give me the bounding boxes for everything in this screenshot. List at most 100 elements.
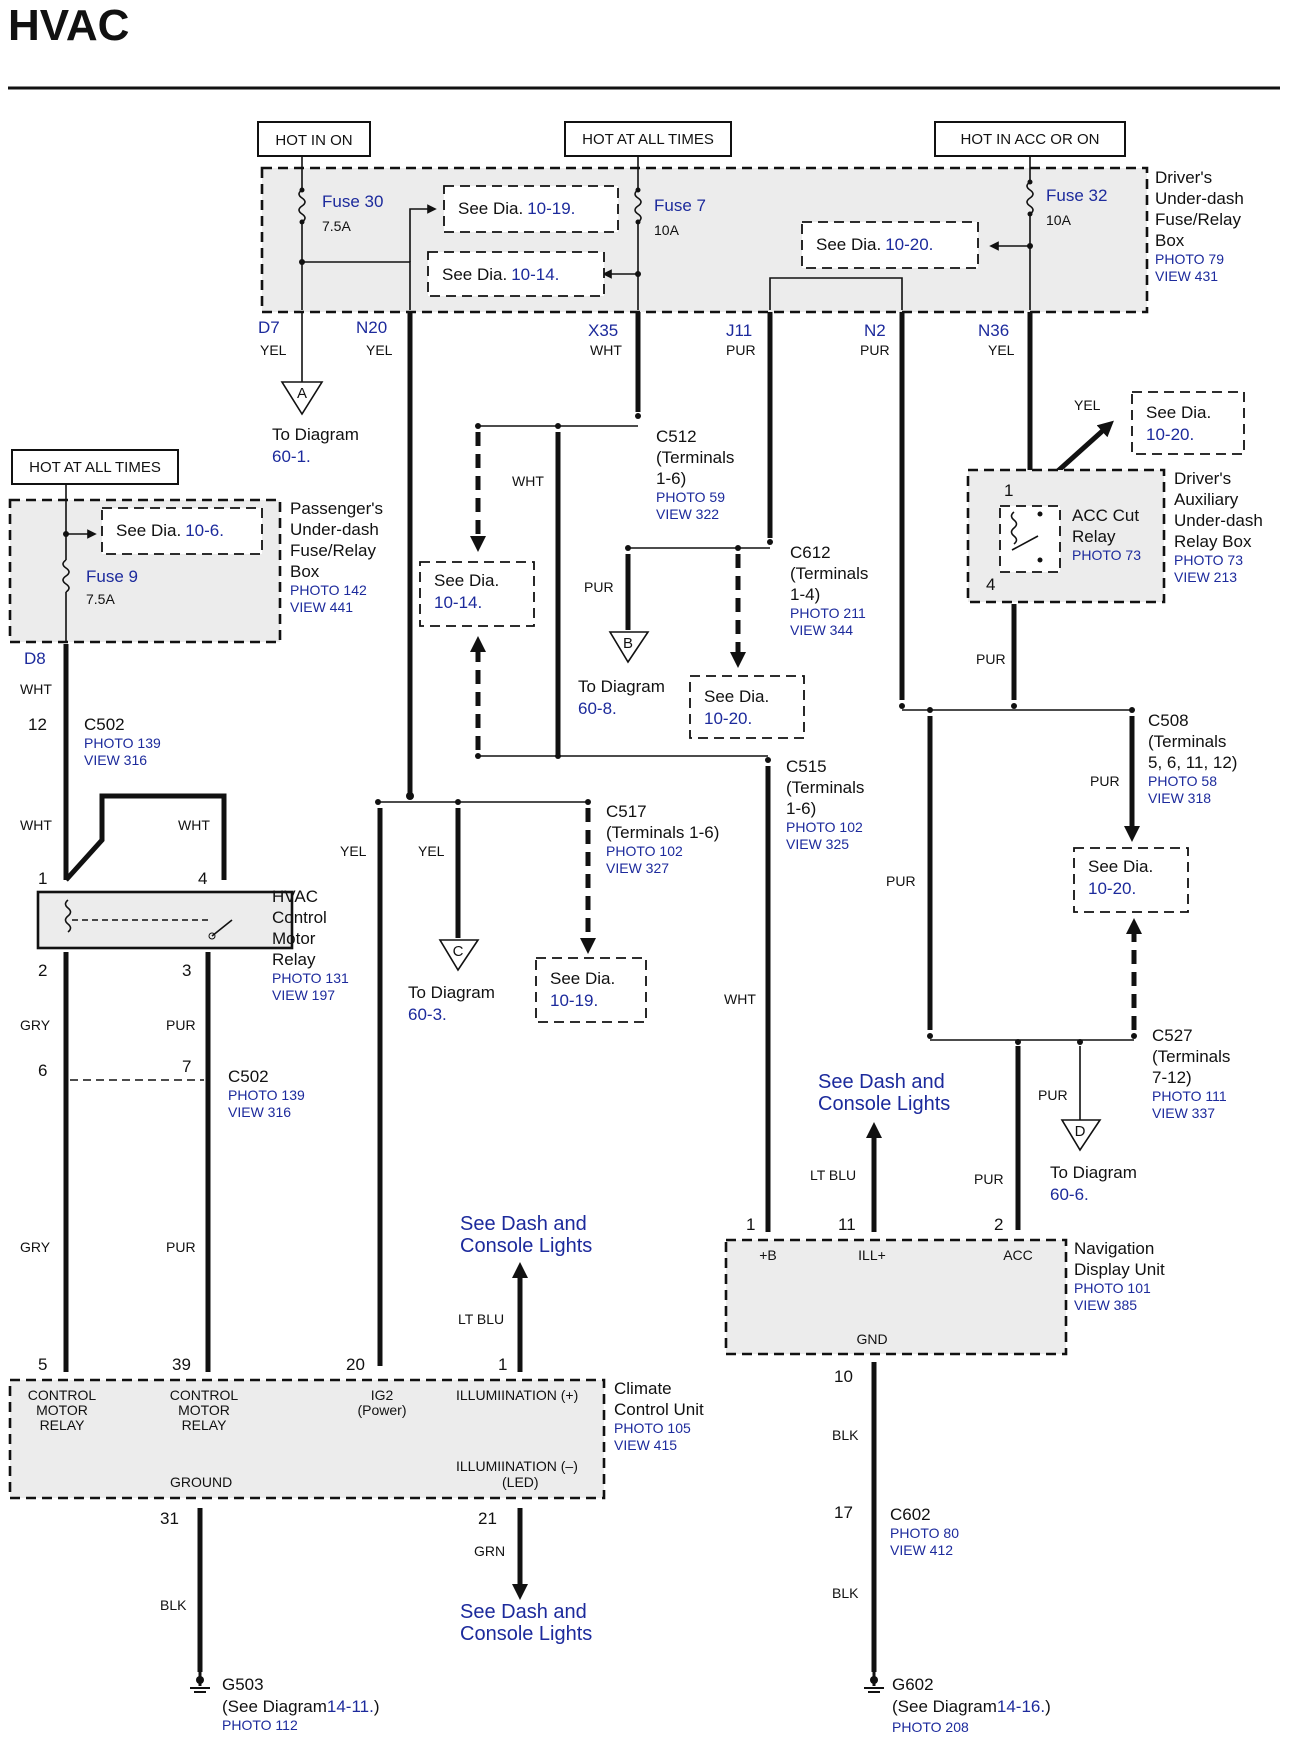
acc-cut-relay-coil	[1010, 511, 1018, 545]
svg-text:YEL: YEL	[418, 843, 445, 859]
terminal-x35: X35	[588, 321, 618, 340]
svg-text:10-19.: 10-19.	[550, 991, 598, 1010]
fuse-9-symbol	[62, 559, 70, 593]
svg-text:WHT: WHT	[20, 817, 52, 833]
svg-text:10-14.: 10-14.	[434, 593, 482, 612]
hvac-relay-label: HVAC Control Motor Relay PHOTO 131 VIEW …	[272, 887, 349, 1003]
svg-text:MOTOR: MOTOR	[178, 1402, 230, 1418]
svg-text:See Dia.10-19.: See Dia.10-19.	[458, 199, 575, 218]
svg-text:To Diagram: To Diagram	[1050, 1163, 1137, 1182]
svg-text:PHOTO 73: PHOTO 73	[1072, 547, 1141, 563]
auxiliary-relay-box-label: Driver's Auxiliary Under-dash Relay Box …	[1174, 469, 1263, 585]
svg-text:Motor: Motor	[272, 929, 316, 948]
svg-text:YEL: YEL	[366, 342, 393, 358]
svg-text:YEL: YEL	[340, 843, 367, 859]
svg-text:VIEW 213: VIEW 213	[1174, 569, 1237, 585]
svg-text:4: 4	[198, 869, 207, 888]
svg-text:VIEW 327: VIEW 327	[606, 860, 669, 876]
svg-text:Control: Control	[272, 908, 327, 927]
svg-text:BLK: BLK	[160, 1597, 187, 1613]
svg-text:2: 2	[994, 1215, 1003, 1234]
svg-text:PUR: PUR	[166, 1239, 196, 1255]
fuse-30-symbol	[298, 189, 306, 223]
terminal-j11: J11	[726, 321, 752, 340]
svg-text:C527: C527	[1152, 1026, 1193, 1045]
svg-text:PHOTO 79: PHOTO 79	[1155, 251, 1224, 267]
terminal-n20: N20	[356, 318, 387, 337]
svg-text:1: 1	[1004, 481, 1013, 500]
page-title: HVAC	[8, 1, 129, 50]
g602-label: G602 (See Diagram14-16.) PHOTO 208	[892, 1675, 1051, 1735]
hot-at-all-times-label: HOT AT ALL TIMES	[564, 121, 732, 157]
svg-text:See Dia.10-6.: See Dia.10-6.	[116, 521, 224, 540]
g503-label: G503 (See Diagram14-11.) PHOTO 112	[222, 1675, 380, 1733]
svg-text:7: 7	[182, 1057, 191, 1076]
hot-in-acc-or-on-label: HOT IN ACC OR ON	[934, 121, 1126, 157]
see-dia-10-19-c517: See Dia. 10-19.	[535, 957, 647, 1023]
svg-text:PUR: PUR	[726, 342, 756, 358]
svg-text:GRY: GRY	[20, 1017, 51, 1033]
drivers-under-dash-box-label: Driver's Under-dash Fuse/Relay Box PHOTO…	[1155, 168, 1244, 284]
svg-text:See Dia.: See Dia.	[704, 687, 769, 706]
svg-text:1-6): 1-6)	[656, 469, 686, 488]
see-dia-10-20-right: See Dia. 10-20.	[1073, 847, 1189, 913]
svg-text:7-12): 7-12)	[1152, 1068, 1192, 1087]
svg-text:C515: C515	[786, 757, 827, 776]
svg-text:Under-dash: Under-dash	[290, 520, 379, 539]
svg-text:PUR: PUR	[1090, 773, 1120, 789]
svg-text:PHOTO 102: PHOTO 102	[606, 843, 683, 859]
fuse-7-symbol	[634, 189, 642, 223]
svg-text:See Dash and: See Dash and	[818, 1071, 945, 1093]
svg-text:ACC Cut: ACC Cut	[1072, 506, 1139, 525]
svg-text:ACC: ACC	[1003, 1247, 1033, 1263]
svg-text:17: 17	[834, 1503, 853, 1522]
svg-text:(See Diagram14-11.): (See Diagram14-11.)	[222, 1697, 380, 1716]
to-diagram-d: D To Diagram 60-6.	[1050, 1119, 1137, 1204]
c602-label: C602 PHOTO 80 VIEW 412	[890, 1505, 959, 1558]
svg-text:Box: Box	[1155, 231, 1185, 250]
svg-text:PUR: PUR	[584, 579, 614, 595]
svg-text:See Dia.: See Dia.	[1146, 403, 1211, 422]
svg-text:Console Lights: Console Lights	[460, 1623, 592, 1645]
svg-text:See Dia.: See Dia.	[1088, 857, 1153, 876]
svg-text:RELAY: RELAY	[40, 1417, 86, 1433]
svg-text:Under-dash: Under-dash	[1155, 189, 1244, 208]
svg-text:3: 3	[182, 961, 191, 980]
svg-text:Box: Box	[290, 562, 320, 581]
svg-text:HOT AT ALL TIMES: HOT AT ALL TIMES	[582, 131, 714, 148]
svg-text:WHT: WHT	[178, 817, 210, 833]
svg-text:YEL: YEL	[988, 342, 1015, 358]
svg-text:Relay: Relay	[272, 950, 316, 969]
svg-text:10: 10	[834, 1367, 853, 1386]
svg-text:Under-dash: Under-dash	[1174, 511, 1263, 530]
svg-text:VIEW 344: VIEW 344	[790, 622, 853, 638]
hot-at-all-times-passenger-label: HOT AT ALL TIMES	[11, 449, 179, 485]
svg-text:VIEW 316: VIEW 316	[228, 1104, 291, 1120]
svg-text:PHOTO 73: PHOTO 73	[1174, 552, 1243, 568]
svg-text:PHOTO 139: PHOTO 139	[84, 735, 161, 751]
svg-text:2: 2	[38, 961, 47, 980]
svg-text:BLK: BLK	[832, 1585, 859, 1601]
svg-text:PUR: PUR	[976, 651, 1006, 667]
terminal-n2: N2	[864, 321, 886, 340]
svg-text:PHOTO 131: PHOTO 131	[272, 970, 349, 986]
svg-text:VIEW 318: VIEW 318	[1148, 790, 1211, 806]
svg-text:(Terminals: (Terminals	[786, 778, 864, 797]
svg-text:PUR: PUR	[860, 342, 890, 358]
terminal-n36: N36	[978, 321, 1009, 340]
svg-text:ILLUMIINATION (–): ILLUMIINATION (–)	[456, 1458, 578, 1474]
svg-text:(Terminals: (Terminals	[1148, 732, 1226, 751]
svg-text:See Dash and: See Dash and	[460, 1601, 587, 1623]
climate-control-unit: CONTROL MOTOR RELAY CONTROL MOTOR RELAY …	[8, 1378, 606, 1500]
svg-text:RELAY: RELAY	[182, 1417, 228, 1433]
navigation-display-unit: +B ILL+ ACC GND	[724, 1238, 1068, 1356]
svg-text:Fuse/Relay: Fuse/Relay	[290, 541, 376, 560]
svg-text:Relay: Relay	[1072, 527, 1116, 546]
svg-text:BLK: BLK	[832, 1427, 859, 1443]
hvac-control-motor-relay	[36, 890, 294, 950]
svg-text:WHT: WHT	[512, 473, 544, 489]
ground-g503-symbol	[190, 1672, 210, 1693]
svg-text:C502: C502	[84, 715, 125, 734]
svg-text:11: 11	[838, 1215, 856, 1234]
svg-text:G503: G503	[222, 1675, 264, 1694]
